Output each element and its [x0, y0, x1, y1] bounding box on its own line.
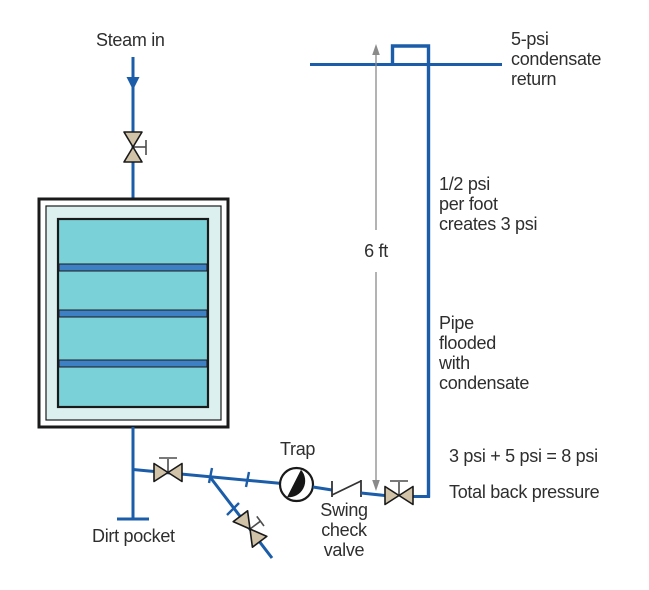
riser-isolation-valve-icon [384, 480, 414, 506]
union-tick [226, 502, 240, 516]
check-outlet-pipe [360, 491, 386, 497]
branch-isolation-valve-icon [153, 457, 183, 483]
steam-in-label: Steam in [96, 30, 165, 50]
dirt-pocket-label: Dirt pocket [92, 526, 175, 546]
steam-inlet-pipe [126, 57, 140, 199]
pipe-flooded-label: Pipe flooded with condensate [439, 313, 530, 393]
union-tick [207, 467, 214, 484]
coil-stripe [58, 309, 208, 318]
steam-inlet-valve-icon [123, 131, 147, 163]
dimension-arrow-down-icon [372, 480, 380, 491]
six-ft-label: 6 ft [364, 241, 388, 261]
total-back-pressure-label: Total back pressure [449, 482, 600, 502]
trap-label: Trap [280, 439, 316, 459]
steam-trap-icon [278, 466, 315, 503]
bypass-diagonal-pipe [208, 476, 274, 559]
flow-arrow-down-icon [126, 77, 140, 90]
coil-stripe [58, 359, 208, 368]
heat-exchanger [37, 197, 230, 429]
union-tick [244, 471, 251, 488]
dimension-arrow-up-icon [372, 44, 380, 55]
dirt-pocket-leg [117, 427, 149, 521]
swing-check-valve-label: Swing check valve [320, 500, 368, 560]
condensate-riser-pipe [390, 44, 431, 498]
coil-stripe [58, 263, 208, 272]
swing-check-valve-icon [331, 480, 362, 497]
dimension-line-6ft [372, 44, 380, 491]
condensate-return-label: 5-psi condensate return [511, 29, 602, 89]
bypass-valve-icon [232, 509, 268, 549]
psi-per-foot-label: 1/2 psi per foot creates 3 psi [439, 174, 538, 234]
trap-outlet-pipe [312, 485, 333, 492]
pressure-sum-label: 3 psi + 5 psi = 8 psi [449, 446, 598, 466]
